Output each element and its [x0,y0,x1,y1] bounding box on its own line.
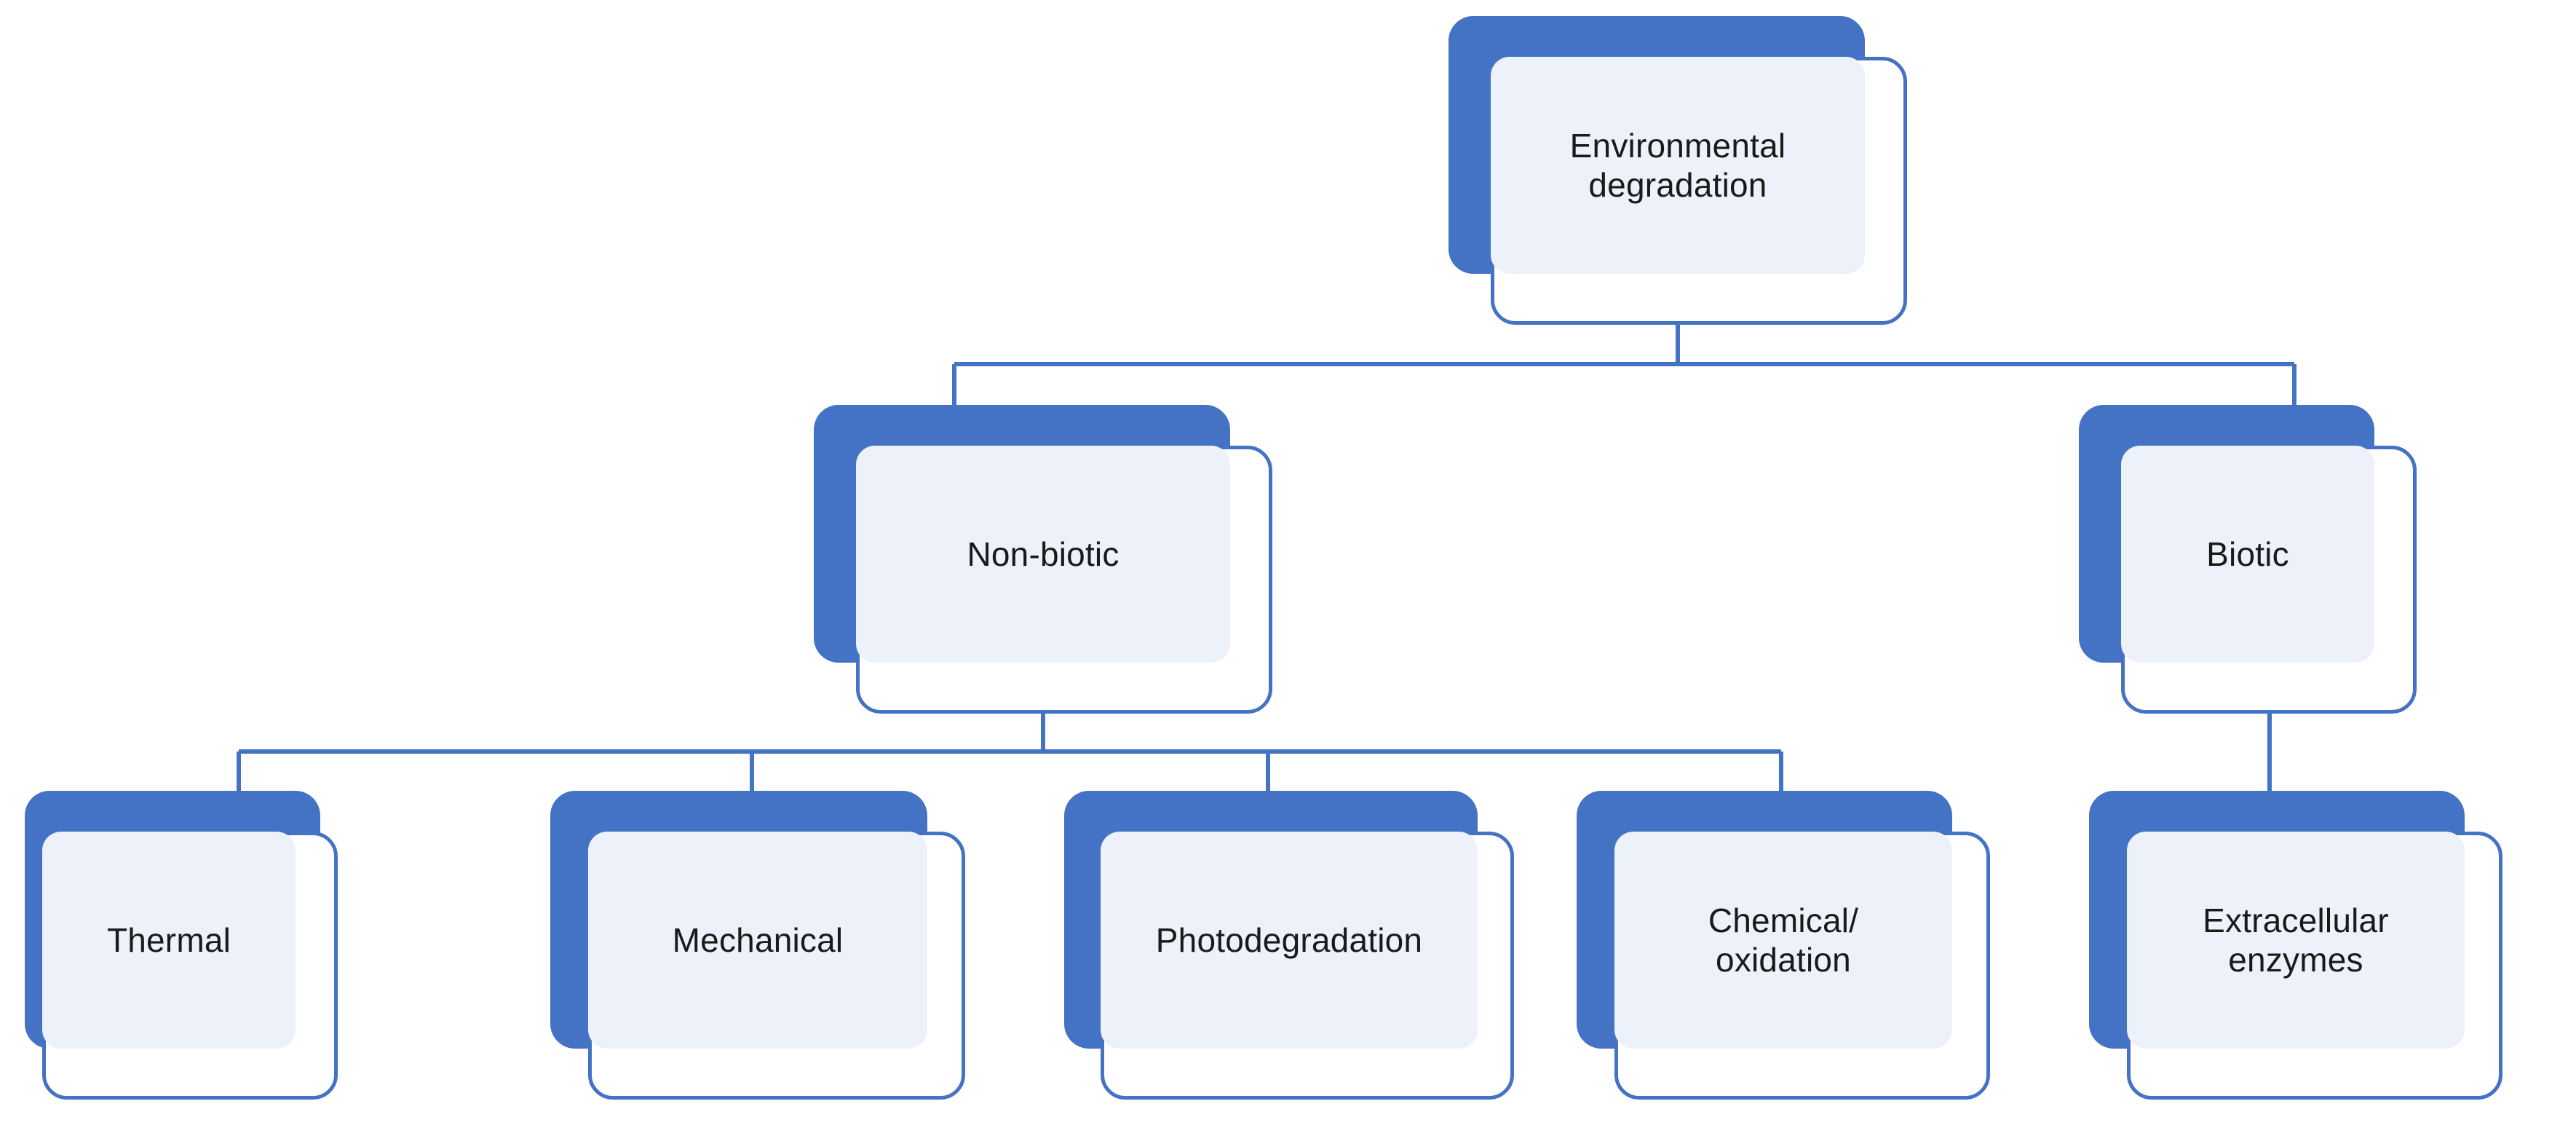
node-panel: Non-biotic [856,446,1230,663]
node-biotic[interactable]: Biotic [2079,405,2417,714]
node-label: Biotic [2206,535,2289,573]
node-label: Environmental degradation [1569,126,1786,204]
node-panel: Mechanical [588,832,927,1049]
node-thermal[interactable]: Thermal [25,791,338,1100]
node-chemical-oxidation[interactable]: Chemical/ oxidation [1577,791,1990,1100]
node-extracellular-enzymes[interactable]: Extracellular enzymes [2089,791,2502,1100]
node-mechanical[interactable]: Mechanical [550,791,965,1100]
node-label: Chemical/ oxidation [1708,901,1859,979]
node-panel: Chemical/ oxidation [1614,832,1952,1049]
node-root[interactable]: Environmental degradation [1448,16,1907,325]
node-label: Photodegradation [1155,920,1423,959]
node-panel: Environmental degradation [1491,57,1865,274]
node-photodegradation[interactable]: Photodegradation [1064,791,1514,1100]
node-panel: Thermal [42,832,296,1049]
node-label: Mechanical [672,920,844,959]
node-panel: Extracellular enzymes [2127,832,2465,1049]
node-panel: Biotic [2121,446,2374,663]
node-non-biotic[interactable]: Non-biotic [814,405,1272,714]
node-label: Non-biotic [967,535,1119,573]
node-label: Thermal [106,920,231,959]
node-panel: Photodegradation [1101,832,1478,1049]
node-label: Extracellular enzymes [2203,901,2389,979]
